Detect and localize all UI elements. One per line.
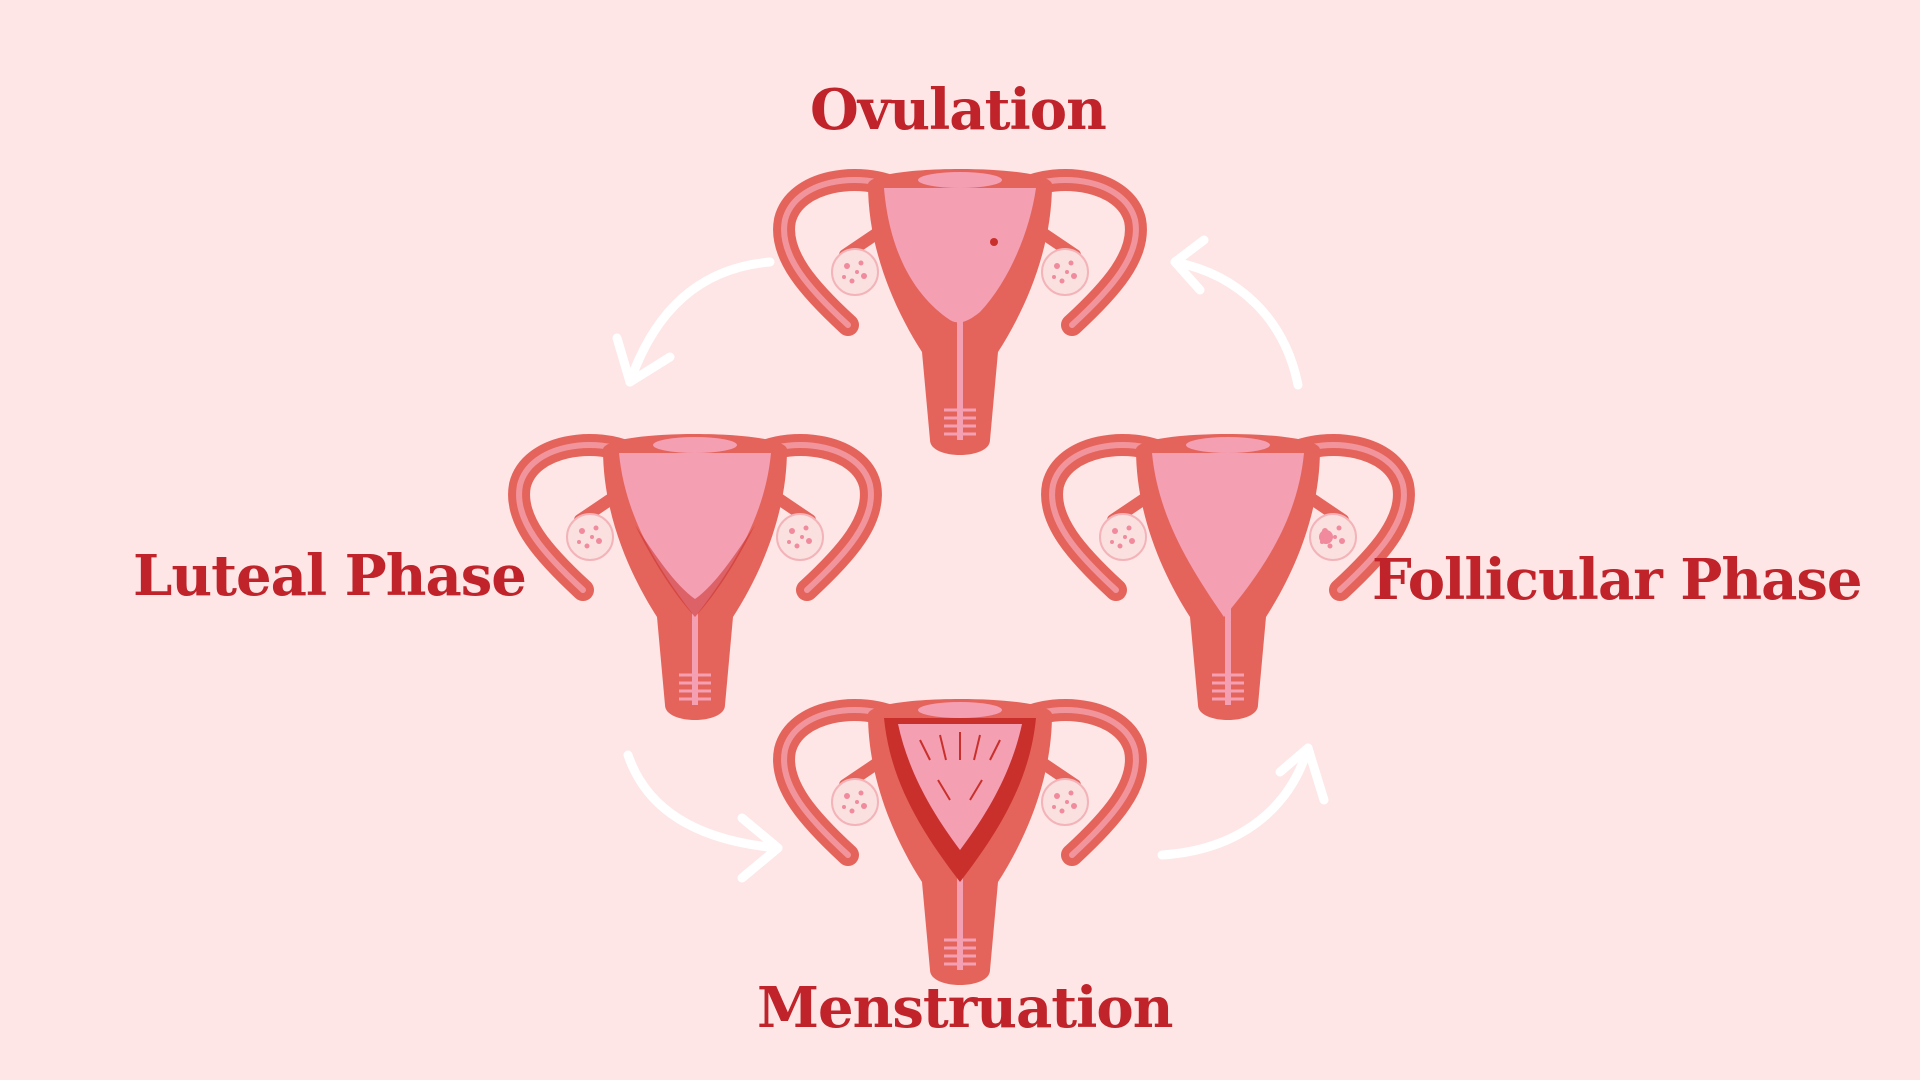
ovary-icon [1099,513,1147,561]
ovary-icon [1041,778,1089,826]
ovary-icon [831,778,879,826]
uterus-follicular-icon [1052,434,1404,720]
label-luteal-phase: Luteal Phase [133,543,527,609]
label-ovulation: Ovulation [810,77,1107,143]
curved-arrow-icon [623,750,783,883]
curved-arrow-icon [1157,743,1329,860]
curved-arrow-icon [612,257,775,387]
ovary-icon [831,248,879,296]
uterus-ovulation-icon [784,169,1136,455]
label-follicular-phase: Follicular Phase [1372,547,1863,613]
curved-arrow-icon [1170,235,1303,390]
ovary-icon [1041,248,1089,296]
label-menstruation: Menstruation [757,975,1173,1041]
uterus-luteal-icon [519,434,871,720]
uterus-menstruation-icon [784,699,1136,985]
ovary-icon [776,513,824,561]
ovary-icon [566,513,614,561]
